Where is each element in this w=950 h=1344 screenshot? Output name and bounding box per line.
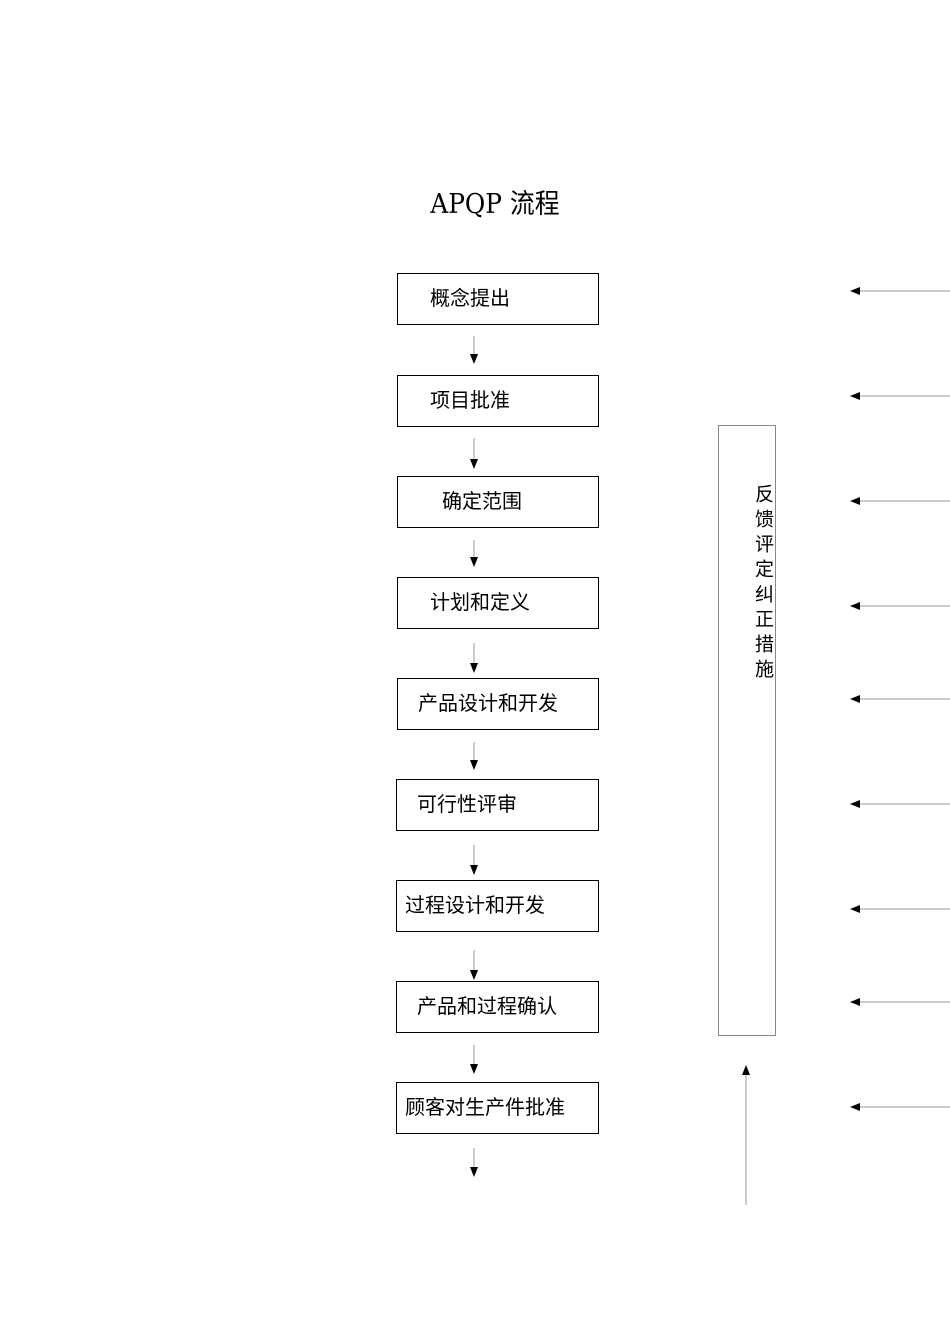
step-feasibility-review: 可行性评审: [396, 779, 599, 831]
step-label: 顾客对生产件批准: [405, 1095, 565, 1119]
step-concept-proposal: 概念提出: [397, 273, 599, 325]
step-label: 项目批准: [430, 388, 510, 412]
step-label: 概念提出: [430, 286, 510, 310]
step-plan-and-define: 计划和定义: [397, 577, 599, 629]
step-product-design: 产品设计和开发: [397, 678, 599, 730]
feedback-return-arrows: [850, 287, 950, 1111]
step-product-process-validation: 产品和过程确认: [396, 981, 599, 1033]
feedback-label: 反馈评定纠正措施: [752, 484, 774, 684]
step-process-design: 过程设计和开发: [396, 880, 599, 932]
step-label: 计划和定义: [430, 590, 530, 614]
step-project-approval: 项目批准: [397, 375, 599, 427]
page-title: APQP 流程: [430, 189, 560, 220]
step-customer-ppap: 顾客对生产件批准: [396, 1082, 599, 1134]
feedback-box: 反馈评定纠正措施: [718, 425, 776, 1036]
step-label: 确定范围: [442, 489, 522, 513]
step-label: 过程设计和开发: [405, 893, 545, 917]
step-label: 产品和过程确认: [417, 994, 557, 1018]
step-label: 产品设计和开发: [418, 691, 558, 715]
step-label: 可行性评审: [417, 792, 517, 816]
step-define-scope: 确定范围: [397, 476, 599, 528]
